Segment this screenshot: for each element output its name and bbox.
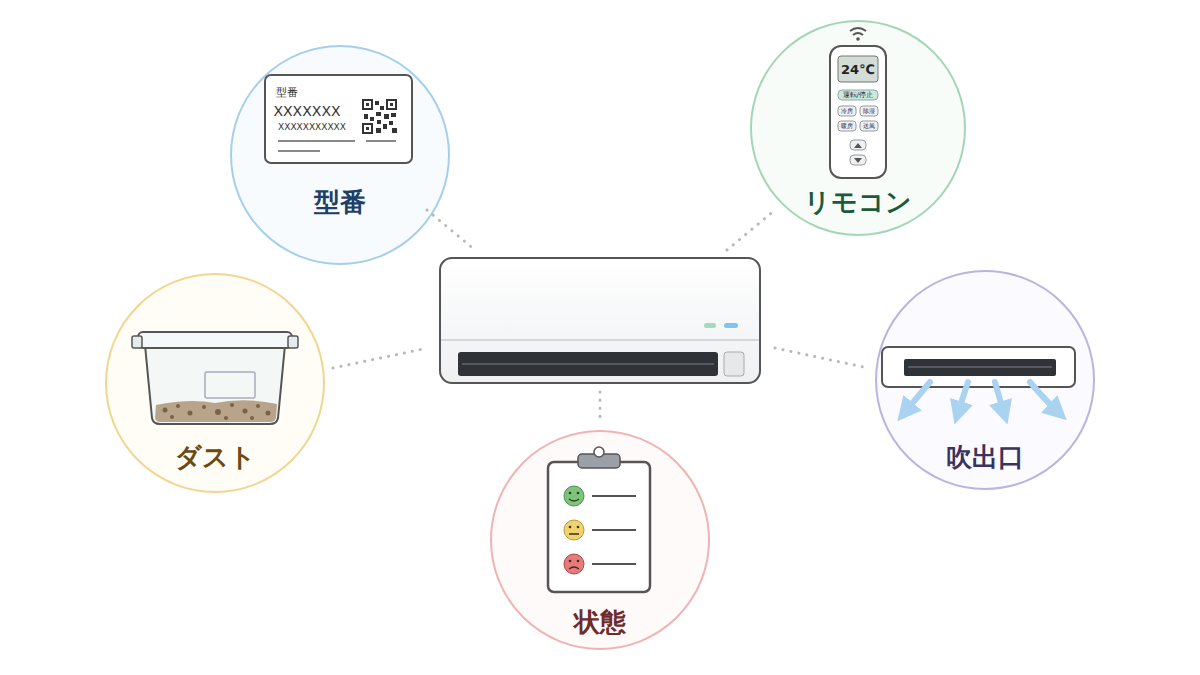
remote-button: 冷房: [841, 108, 853, 114]
air-conditioner-part: [462, 363, 714, 364]
air-conditioner-part: [724, 323, 738, 328]
node-label: リモコン: [752, 185, 964, 220]
leader-line-part: [727, 210, 775, 250]
air-conditioner-part: [441, 339, 759, 341]
status-circle: 状態: [490, 430, 710, 650]
remote-display: 24℃: [841, 63, 875, 76]
leader-line-part: [599, 392, 602, 424]
air-conditioner-part: [724, 352, 744, 376]
remote-button: 運転/停止: [843, 92, 873, 99]
model-number-circle: 型番: [230, 45, 450, 265]
model-code: XXXXXXX: [273, 104, 340, 118]
outlet-circle: 吹出口: [875, 270, 1095, 490]
air-conditioner: [440, 258, 760, 383]
node-label: 状態: [492, 605, 708, 640]
air-conditioner-part: [458, 352, 718, 376]
serial-code: XXXXXXXXXXX: [278, 123, 346, 132]
air-conditioner-part: [704, 323, 716, 328]
dust-circle: ダスト: [105, 273, 325, 493]
node-label: 型番: [232, 185, 448, 220]
remote-button: 除湿: [863, 108, 875, 114]
plate-heading: 型番: [276, 87, 298, 98]
remote-button: 送風: [863, 123, 875, 129]
node-label: 吹出口: [877, 440, 1093, 475]
node-label: ダスト: [107, 440, 323, 475]
air-conditioner-part: [440, 258, 760, 383]
leader-line-part: [427, 210, 475, 250]
remote-circle: リモコン: [750, 20, 966, 236]
leader-line: [333, 210, 868, 424]
leader-line-part: [333, 348, 428, 368]
leader-line-part: [775, 348, 868, 368]
remote-button: 暖房: [841, 123, 853, 129]
